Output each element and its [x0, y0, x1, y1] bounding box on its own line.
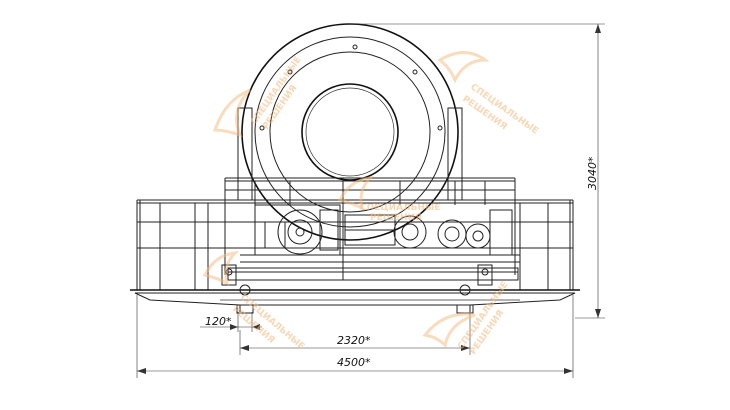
- pulley-left: [277, 209, 323, 255]
- watermark-line2: РЕШЕНИЯ: [370, 213, 422, 223]
- dimension-total: 4500*: [136, 295, 574, 378]
- base-beam: [227, 267, 519, 281]
- drum-ring-3: [269, 51, 431, 213]
- dimension-height: 3040*: [350, 23, 605, 319]
- drum-bolt: [259, 125, 265, 131]
- drum-opening: [301, 83, 399, 181]
- motor-middle: [437, 219, 467, 249]
- drum-ring-2: [254, 36, 446, 228]
- drum-bolt: [287, 69, 293, 75]
- drum-opening-inner: [305, 87, 395, 177]
- motor-left: [393, 215, 427, 249]
- motor-right: [465, 223, 491, 249]
- watermark-flame-icon: [437, 51, 490, 84]
- drive-machinery: [240, 204, 520, 263]
- drum-bolt: [412, 69, 418, 75]
- watermark-flame-icon: [212, 88, 252, 138]
- drum-bolt: [437, 125, 443, 131]
- drum-bolt: [352, 44, 358, 50]
- dimension-offset-label: 120*: [205, 315, 232, 328]
- dimension-total-label: 4500*: [337, 356, 371, 369]
- dimension-middle: 2320*: [239, 312, 471, 355]
- base-frame: [130, 264, 580, 314]
- watermark-logo: СПЕЦИАЛЬНЫЕ РЕШЕНИЯ: [212, 55, 304, 138]
- upper-railing: [224, 177, 516, 280]
- dimension-offset: 120*: [200, 312, 262, 332]
- base-lug-right: [477, 264, 493, 286]
- watermark-logo: СПЕЦИАЛЬНЫЕ РЕШЕНИЯ: [437, 51, 540, 137]
- wheel-right: [459, 284, 471, 296]
- watermark-logo: СПЕЦИАЛЬНЫЕ РЕШЕНИЯ: [422, 280, 511, 357]
- wheel-left: [239, 284, 251, 296]
- watermark-flame-icon: [337, 176, 375, 211]
- watermark-flame-icon: [202, 251, 240, 286]
- watermark-flame-icon: [422, 312, 476, 348]
- watermark-line1: СПЕЦИАЛЬНЫЕ: [360, 203, 440, 213]
- dimension-middle-label: 2320*: [337, 334, 371, 347]
- dimension-height-label: 3040*: [586, 156, 599, 190]
- watermark-logo: СПЕЦИАЛЬНЫЕ РЕШЕНИЯ: [337, 176, 440, 223]
